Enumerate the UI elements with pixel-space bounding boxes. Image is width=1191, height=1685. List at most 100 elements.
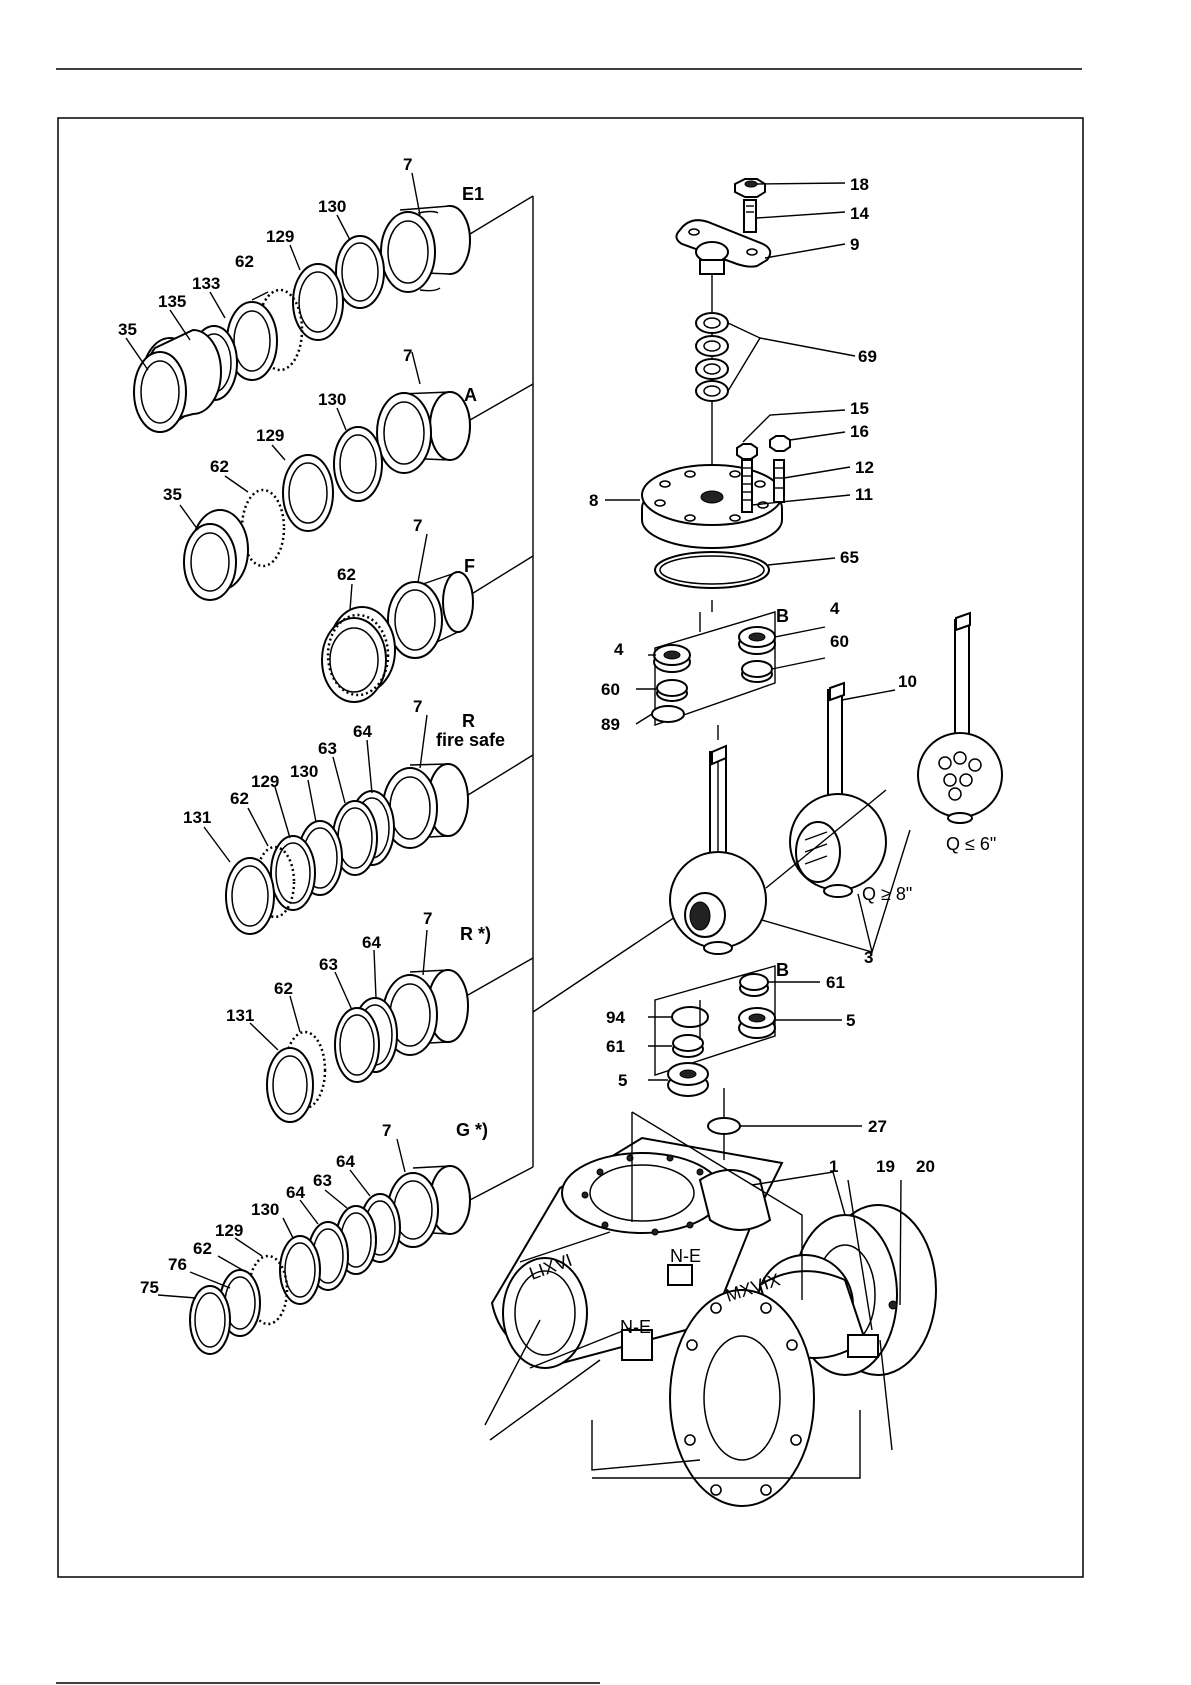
e1-seat-7 <box>381 206 470 292</box>
variant-label-r-star: R *) <box>460 924 491 944</box>
variant-label-q-small: Q ≤ 6" <box>946 834 996 854</box>
callout-19: 19 <box>876 1157 895 1176</box>
callout-g-64a: 64 <box>336 1152 355 1171</box>
callout-e1-135: 135 <box>158 292 186 311</box>
gland-follower <box>700 260 724 274</box>
callout-r-62: 62 <box>230 789 249 808</box>
callout-r-131: 131 <box>183 808 211 827</box>
callout-12: 12 <box>855 458 874 477</box>
gland-nut-18 <box>735 179 765 197</box>
callout-4-left: 4 <box>614 640 624 659</box>
callout-a-35: 35 <box>163 485 182 504</box>
washer-89 <box>652 706 684 722</box>
variant-e1-parts <box>134 206 470 432</box>
callout-rs-7: 7 <box>423 909 432 928</box>
body-marking-3a: N-E <box>620 1317 651 1337</box>
callout-20: 20 <box>916 1157 935 1176</box>
bonnet-8 <box>642 465 782 548</box>
ball-3-main <box>670 746 766 954</box>
callout-5-left: 5 <box>618 1071 627 1090</box>
callout-5-right: 5 <box>846 1011 855 1030</box>
callout-r-130: 130 <box>290 762 318 781</box>
callout-4-right: 4 <box>830 599 840 618</box>
callout-16: 16 <box>850 422 869 441</box>
variant-label-a: A <box>464 385 477 405</box>
variant-label-e1: E1 <box>462 184 484 204</box>
variant-label-fire-safe: fire safe <box>436 730 505 750</box>
variant-label-g-star: G *) <box>456 1120 488 1140</box>
ball-q6 <box>918 613 1002 823</box>
callout-g-62: 62 <box>193 1239 212 1258</box>
callout-10: 10 <box>898 672 917 691</box>
bracket-r <box>468 755 533 795</box>
callout-1: 1 <box>829 1157 838 1176</box>
stud-11 <box>742 460 752 512</box>
bearing-61-right <box>740 974 768 996</box>
nut-16 <box>770 436 790 451</box>
callout-a-129: 129 <box>256 426 284 445</box>
washer-94 <box>672 1007 708 1027</box>
callout-rs-64: 64 <box>362 933 381 952</box>
callout-11: 11 <box>855 485 873 504</box>
callout-9: 9 <box>850 235 859 254</box>
packing-69 <box>696 313 728 401</box>
callout-e1-7: 7 <box>403 155 412 174</box>
callout-a-130: 130 <box>318 390 346 409</box>
callout-61-right: 61 <box>826 973 845 992</box>
stud-14 <box>744 200 756 232</box>
f-ring-62 <box>322 607 395 702</box>
ball-q8 <box>790 683 886 897</box>
callout-g-129: 129 <box>215 1221 243 1240</box>
stud-12 <box>774 460 784 502</box>
variant-label-r: R <box>462 711 475 731</box>
nut-15 <box>737 444 757 459</box>
callout-69: 69 <box>858 347 877 366</box>
callout-g-63: 63 <box>313 1171 332 1190</box>
callout-e1-62: 62 <box>235 252 254 271</box>
bearing-60-left <box>657 680 687 701</box>
variant-rstar-parts <box>267 970 468 1122</box>
callout-rs-63: 63 <box>319 955 338 974</box>
callout-8: 8 <box>589 491 598 510</box>
callout-g-130: 130 <box>251 1200 279 1219</box>
callout-g-64b: 64 <box>286 1183 305 1202</box>
callout-65: 65 <box>840 548 859 567</box>
callout-e1-130: 130 <box>318 197 346 216</box>
callout-89: 89 <box>601 715 620 734</box>
bracket-f <box>470 556 533 595</box>
body-marking-3b: N-E <box>670 1246 701 1266</box>
callout-g-76: 76 <box>168 1255 187 1274</box>
bracket-rs <box>468 958 533 995</box>
callout-27: 27 <box>868 1117 887 1136</box>
callout-g-75: 75 <box>140 1278 159 1297</box>
callout-60-left: 60 <box>601 680 620 699</box>
e1-ring-35 <box>134 330 221 432</box>
callout-r-129: 129 <box>251 772 279 791</box>
bearing-5-left <box>668 1063 708 1096</box>
callout-18: 18 <box>850 175 869 194</box>
bracket-a <box>470 384 533 420</box>
callout-f-62: 62 <box>337 565 356 584</box>
callout-a-7: 7 <box>403 346 412 365</box>
callout-e1-35: 35 <box>118 320 137 339</box>
callout-r-63: 63 <box>318 739 337 758</box>
callout-rs-62: 62 <box>274 979 293 998</box>
callout-61-left: 61 <box>606 1037 625 1056</box>
callout-rs-131: 131 <box>226 1006 254 1025</box>
variant-label-q-large: Q ≥ 8" <box>862 884 912 904</box>
callout-r-7: 7 <box>413 697 422 716</box>
variant-label-b-lower: B <box>776 960 789 980</box>
callout-r-64: 64 <box>353 722 372 741</box>
variant-a-parts <box>184 392 470 600</box>
o-ring-27 <box>708 1118 740 1134</box>
variant-f-parts <box>322 572 473 702</box>
callout-3: 3 <box>864 948 873 967</box>
bearing-4-left <box>654 645 690 672</box>
callout-60-right: 60 <box>830 632 849 651</box>
callout-14: 14 <box>850 204 869 223</box>
bearing-61-left <box>673 1035 703 1057</box>
bearing-5-right <box>739 1008 775 1038</box>
bearing-60-right <box>742 661 772 682</box>
